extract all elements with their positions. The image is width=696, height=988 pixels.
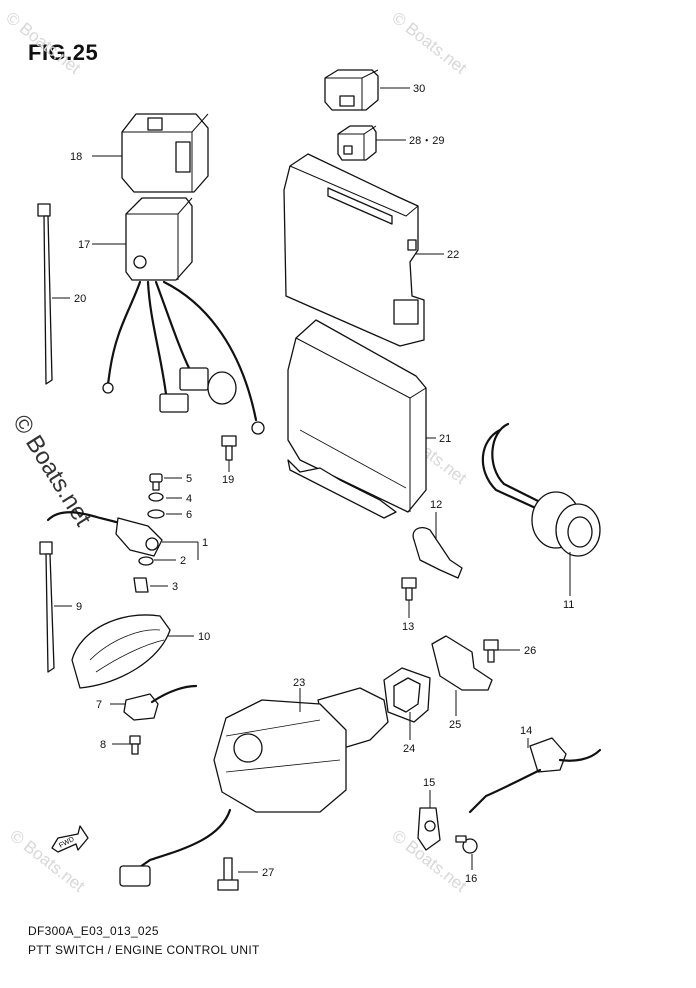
screw-stack xyxy=(147,473,165,519)
callout-8: 8 xyxy=(100,739,106,751)
clamp-15 xyxy=(417,807,441,851)
ptt-motor-23 xyxy=(119,687,389,887)
grommet-24 xyxy=(383,667,431,723)
bolt-26 xyxy=(483,639,499,663)
bolt-27 xyxy=(217,857,239,891)
callout-16: 16 xyxy=(465,873,477,885)
callout-14: 14 xyxy=(520,725,532,737)
cable-tie-9 xyxy=(39,541,55,673)
callout-25: 25 xyxy=(449,719,461,731)
callout-21: 21 xyxy=(439,433,451,445)
callout-23: 23 xyxy=(293,677,305,689)
callout-7: 7 xyxy=(96,699,102,711)
callout-27: 27 xyxy=(262,867,274,879)
callout-28-29: 28・29 xyxy=(409,135,444,147)
screw-16 xyxy=(455,835,478,854)
callout-10: 10 xyxy=(198,631,210,643)
callout-12: 12 xyxy=(430,499,442,511)
callout-4: 4 xyxy=(186,493,192,505)
callout-24: 24 xyxy=(403,743,415,755)
callout-6: 6 xyxy=(186,509,192,521)
callout-13: 13 xyxy=(402,621,414,633)
callout-30: 30 xyxy=(413,83,425,95)
callout-3: 3 xyxy=(172,581,178,593)
ptt-switch-7 xyxy=(123,684,198,755)
callout-5: 5 xyxy=(186,473,192,485)
cable-tie-20 xyxy=(37,203,53,385)
callout-22: 22 xyxy=(447,249,459,261)
trim-sensor-1 xyxy=(46,511,163,566)
ecu-21 xyxy=(287,319,427,519)
figure-title: FIG.25 xyxy=(28,40,99,65)
ecu-cover-22 xyxy=(283,153,425,347)
bracket-25 xyxy=(431,635,493,691)
leader-lines xyxy=(52,87,571,873)
callout-1: 1 xyxy=(202,537,208,549)
callout-20: 20 xyxy=(74,293,86,305)
callout-17: 17 xyxy=(78,239,90,251)
diagram-caption: PTT SWITCH / ENGINE CONTROL UNIT xyxy=(28,943,260,957)
callout-11: 11 xyxy=(563,599,574,611)
switch-holder-10 xyxy=(71,614,171,689)
callout-9: 9 xyxy=(76,601,82,613)
relay-30 xyxy=(324,69,379,111)
forward-arrow-icon xyxy=(51,825,89,853)
relay-box-17 xyxy=(102,197,265,435)
cover-18 xyxy=(121,113,209,193)
callout-26: 26 xyxy=(524,645,536,657)
callout-19: 19 xyxy=(222,474,234,486)
callout-2: 2 xyxy=(180,555,186,567)
harness-14 xyxy=(468,737,602,814)
callout-18: 18 xyxy=(70,151,82,163)
clip-3 xyxy=(133,577,149,593)
trim-switch-11 xyxy=(481,422,601,557)
callout-15: 15 xyxy=(423,777,435,789)
relay-28-29 xyxy=(337,125,377,161)
bolt-19 xyxy=(221,435,237,461)
clamp-12 xyxy=(412,526,463,579)
diagram-code: DF300A_E03_013_025 xyxy=(28,924,159,938)
bolt-13 xyxy=(401,577,417,601)
